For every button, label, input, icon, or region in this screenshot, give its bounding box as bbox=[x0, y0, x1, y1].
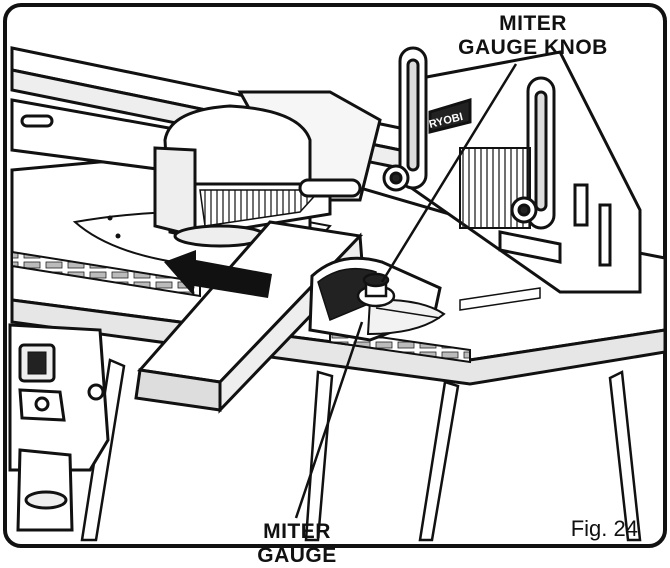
miter-gauge-knob bbox=[356, 272, 396, 308]
knob-callout-line1: MITER bbox=[499, 12, 567, 35]
ruler-strip bbox=[11, 250, 541, 364]
power-switch-housing bbox=[8, 323, 110, 532]
fence-featherboard bbox=[382, 46, 642, 294]
figure-frame: RYOBI bbox=[3, 3, 667, 548]
feed-direction-arrow bbox=[164, 250, 272, 298]
miter-gauge-callout: MITER GAUGE bbox=[257, 520, 337, 567]
router-table-illustration: RYOBI bbox=[3, 3, 667, 548]
callout-leaders bbox=[294, 63, 518, 519]
miter-gauge-knob-callout: MITER GAUGE KNOB bbox=[448, 12, 618, 60]
figure-number: Fig. 24 bbox=[570, 516, 638, 541]
knob-callout-line2: GAUGE KNOB bbox=[458, 36, 608, 59]
